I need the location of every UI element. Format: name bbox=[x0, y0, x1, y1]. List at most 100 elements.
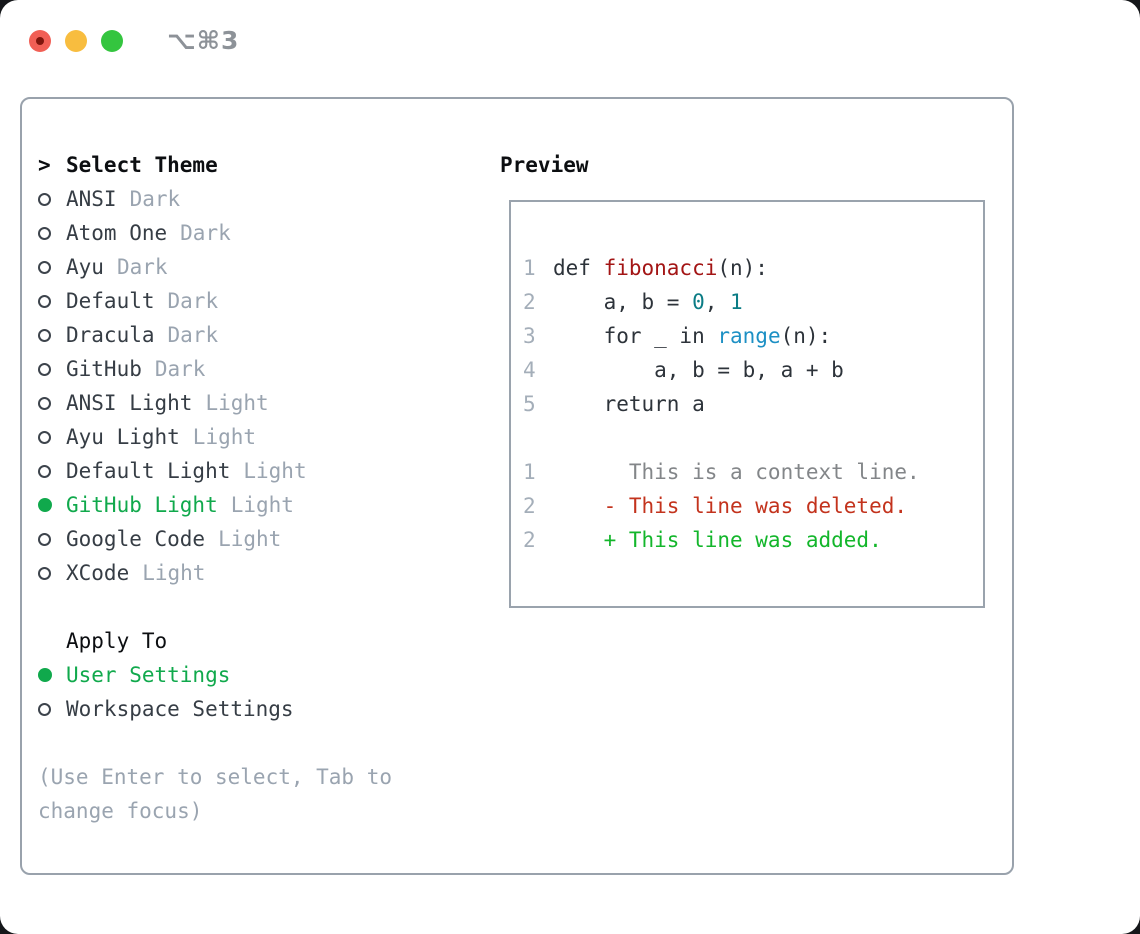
spacer bbox=[38, 726, 470, 760]
code-text: return a bbox=[553, 392, 705, 416]
radio-icon bbox=[38, 532, 51, 546]
zoom-button[interactable] bbox=[101, 29, 123, 52]
theme-option-dracula[interactable]: Dracula Dark bbox=[38, 318, 470, 352]
theme-variant-tag: Light bbox=[243, 459, 307, 483]
theme-option-xcode[interactable]: XCode Light bbox=[38, 556, 470, 590]
theme-variant-tag: Dark bbox=[129, 187, 181, 211]
theme-variant-tag: Dark bbox=[167, 323, 219, 347]
code-text: def fibonacci(n): bbox=[553, 256, 768, 280]
select-theme-header: > Select Theme bbox=[38, 148, 470, 182]
code-line: 2 a, b = 0, 1 bbox=[523, 285, 983, 319]
theme-variant-tag: Light bbox=[192, 425, 257, 449]
radio-icon bbox=[38, 566, 51, 580]
theme-option-ansi-light[interactable]: ANSI Light Light bbox=[38, 386, 470, 420]
preview-title: Preview bbox=[500, 153, 589, 177]
apply-option-label: Workspace Settings bbox=[66, 697, 294, 721]
apply-to-header: Apply To bbox=[38, 624, 470, 658]
code-text: for _ in range(n): bbox=[553, 324, 832, 348]
theme-option-label: Google Code bbox=[66, 527, 206, 551]
radio-icon bbox=[38, 192, 51, 206]
code-text: + This line was added. bbox=[553, 528, 882, 552]
line-number: 1 bbox=[523, 256, 536, 280]
radio-icon bbox=[38, 328, 51, 342]
radio-icon bbox=[38, 702, 51, 716]
theme-option-ayu[interactable]: Ayu Dark bbox=[38, 250, 470, 284]
code-line: 1 def fibonacci(n): bbox=[523, 251, 983, 285]
code-text: This is a context line. bbox=[553, 460, 920, 484]
code-line: 2 + This line was added. bbox=[523, 523, 983, 557]
theme-variant-tag: Light bbox=[230, 493, 294, 517]
radio-icon bbox=[38, 464, 51, 478]
theme-option-label: Default Light bbox=[66, 459, 231, 483]
code-text: a, b = 0, 1 bbox=[553, 290, 743, 314]
code-line: 5 return a bbox=[523, 387, 983, 421]
titlebar: ⌥⌘3 bbox=[29, 26, 239, 55]
theme-option-ansi[interactable]: ANSI Dark bbox=[38, 182, 470, 216]
theme-option-default[interactable]: Default Dark bbox=[38, 284, 470, 318]
line-number: 1 bbox=[523, 460, 536, 484]
line-number: 2 bbox=[523, 290, 536, 314]
theme-variant-tag: Light bbox=[218, 527, 282, 551]
theme-option-label: Dracula bbox=[66, 323, 155, 347]
theme-variant-tag: Dark bbox=[180, 221, 231, 245]
code-line: 3 for _ in range(n): bbox=[523, 319, 983, 353]
code-text: a, b = b, a + b bbox=[553, 358, 844, 382]
radio-icon bbox=[38, 226, 51, 240]
theme-option-label: ANSI Light bbox=[66, 391, 193, 415]
theme-option-atom-one[interactable]: Atom One Dark bbox=[38, 216, 470, 250]
theme-option-github-light[interactable]: GitHub Light Light bbox=[38, 488, 470, 522]
line-number: 2 bbox=[523, 528, 536, 552]
theme-option-github[interactable]: GitHub Dark bbox=[38, 352, 470, 386]
radio-selected-icon bbox=[38, 498, 52, 512]
theme-option-label: Atom One bbox=[66, 221, 168, 245]
theme-option-google-code[interactable]: Google Code Light bbox=[38, 522, 470, 556]
select-theme-title: Select Theme bbox=[66, 153, 218, 177]
apply-option-workspace-settings[interactable]: Workspace Settings bbox=[38, 692, 470, 726]
spacer bbox=[38, 590, 470, 624]
apply-option-label: User Settings bbox=[66, 663, 231, 687]
radio-selected-icon bbox=[38, 668, 52, 682]
line-number: 2 bbox=[523, 494, 536, 518]
line-number: 4 bbox=[523, 358, 536, 382]
close-button[interactable] bbox=[29, 29, 51, 52]
code-line: 1 This is a context line. bbox=[523, 455, 983, 489]
theme-option-label: Ayu Light bbox=[66, 425, 180, 449]
theme-option-label: Default bbox=[66, 289, 155, 313]
radio-icon bbox=[38, 430, 51, 444]
hint-text: (Use Enter to select, Tab to change focu… bbox=[38, 765, 393, 823]
theme-option-label: GitHub Light bbox=[66, 493, 218, 517]
radio-icon bbox=[38, 362, 51, 376]
theme-variant-tag: Light bbox=[142, 561, 206, 585]
code-text: - This line was deleted. bbox=[553, 494, 908, 518]
theme-option-label: ANSI bbox=[66, 187, 117, 211]
window-title: ⌥⌘3 bbox=[167, 26, 240, 55]
code-line: 2 - This line was deleted. bbox=[523, 489, 983, 523]
apply-option-user-settings[interactable]: User Settings bbox=[38, 658, 470, 692]
apply-to-title: Apply To bbox=[66, 629, 168, 653]
theme-option-label: GitHub bbox=[66, 357, 142, 381]
prompt-icon: > bbox=[38, 153, 51, 177]
radio-icon bbox=[38, 294, 51, 308]
theme-option-ayu-light[interactable]: Ayu Light Light bbox=[38, 420, 470, 454]
line-number: 5 bbox=[523, 392, 536, 416]
radio-icon bbox=[38, 260, 51, 274]
theme-option-label: Ayu bbox=[66, 255, 104, 279]
close-dot-icon bbox=[36, 36, 44, 45]
theme-option-default-light[interactable]: Default Light Light bbox=[38, 454, 470, 488]
theme-option-label: XCode bbox=[66, 561, 130, 585]
theme-variant-tag: Dark bbox=[116, 255, 168, 279]
code-blank-line bbox=[523, 421, 983, 455]
code-line: 4 a, b = b, a + b bbox=[523, 353, 983, 387]
theme-variant-tag: Dark bbox=[154, 357, 206, 381]
minimize-button[interactable] bbox=[65, 29, 87, 52]
theme-variant-tag: Dark bbox=[167, 289, 219, 313]
line-number: 3 bbox=[523, 324, 536, 348]
theme-variant-tag: Light bbox=[205, 391, 269, 415]
radio-icon bbox=[38, 396, 51, 410]
